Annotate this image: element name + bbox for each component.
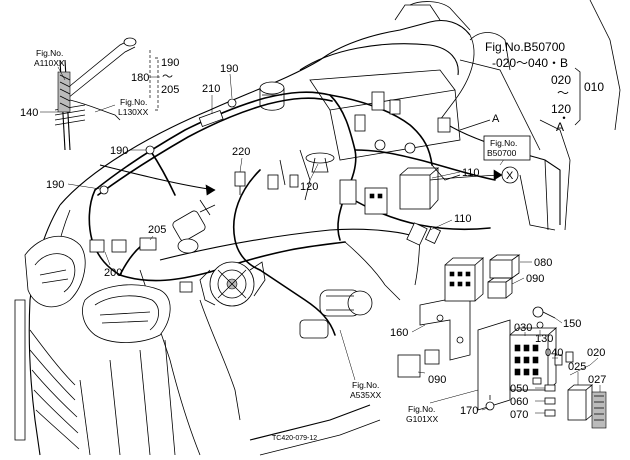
part-label-070: 070: [510, 409, 528, 421]
fig-ref-a535: Fig.No. A535XX: [350, 380, 382, 400]
fig-ref-a110: Fig.No. A110XX: [34, 48, 65, 68]
connector-200-icon: [89, 239, 105, 253]
fig-ref-b50700: Fig.No. B50700: [483, 135, 531, 161]
relay-090-icon: [487, 277, 514, 299]
main-figure-reference: Fig.No.B50700 -020～040・B 020 ～ 120 A ・ 0…: [485, 40, 604, 134]
part-label-140: 140: [20, 107, 38, 119]
bracket-range-end: 205: [161, 84, 179, 96]
part-label-020: 020: [587, 347, 605, 359]
harness-clip-icon: [99, 185, 109, 195]
part-label-025: 025: [568, 361, 586, 373]
fig-ref-l130-line2: L130XX: [118, 107, 149, 117]
bolt-150-icon: [532, 306, 556, 319]
part-label-180: 180: [131, 72, 149, 84]
main-ref-bullet: ・: [558, 111, 570, 125]
fig-ref-l130: Fig.No. L130XX: [118, 97, 149, 117]
fig-ref-b50700-line1: Fig.No.: [490, 138, 517, 148]
fuse-cover-025-icon: [567, 384, 594, 421]
fig-ref-a110-line2: A110XX: [34, 58, 65, 68]
part-label-050: 050: [510, 383, 528, 395]
part-label-190-left: 190: [46, 179, 64, 191]
main-ref-range-end: 120: [551, 102, 571, 116]
main-ref-range-start: 020: [551, 73, 571, 87]
terminal-090-icon: [397, 354, 421, 378]
starter-motor-icon: [299, 289, 373, 339]
terminal-icon: [424, 349, 440, 365]
alternator-icon: [199, 261, 266, 307]
part-label-090-lower: 090: [428, 374, 446, 386]
harness-clip-icon: [227, 98, 237, 108]
fig-ref-g101-line1: Fig.No.: [408, 404, 435, 414]
part-labels: 140 180 210 190 190 190 220 120 110 110 …: [20, 63, 606, 421]
tractor-body-outline: [14, 0, 621, 456]
connection-x-letter: X: [506, 170, 514, 182]
screw-130-icon: [536, 321, 544, 329]
part-label-090-upper: 090: [526, 273, 544, 285]
connection-a-arrow-icon: [459, 119, 491, 131]
fuse-box-030-icon: [477, 319, 558, 411]
main-wiring-harness: [88, 91, 496, 336]
part-label-190-mid: 190: [110, 145, 128, 157]
part-label-130: 130: [535, 333, 553, 345]
part-label-040: 040: [545, 347, 563, 359]
relay-080-icon: [489, 254, 521, 279]
connector-190-icon: [179, 281, 193, 293]
bracket-range-start: 190: [161, 57, 179, 69]
connector-110-icon: [406, 222, 442, 246]
part-label-205: 205: [148, 224, 166, 236]
drawing-code: TC420-079-12: [272, 435, 317, 442]
connector-200-icon: [111, 239, 127, 253]
group-bracket: [574, 67, 581, 126]
sensor-220-icon: [234, 171, 299, 190]
main-ref-line2: -020～040・B: [492, 56, 568, 70]
light-switch-rod-icon: [54, 37, 137, 151]
part-label-160: 160: [390, 327, 408, 339]
bracket-range-tilde: ～: [162, 71, 173, 83]
part-label-120: 120: [300, 181, 318, 193]
part-label-170: 170: [460, 405, 478, 417]
part-label-027: 027: [588, 374, 606, 386]
relay-canister-icon: [172, 204, 216, 254]
fig-ref-g101-line2: G101XX: [406, 414, 438, 424]
fuse-040-icon: [554, 351, 574, 366]
group-number: 010: [584, 80, 604, 94]
fig-ref-b50700-box: [483, 135, 531, 161]
harness-connector-210-icon: [198, 109, 224, 127]
part-label-150: 150: [563, 318, 581, 330]
part-label-110-upper: 110: [462, 167, 480, 179]
sender-unit-icon: [305, 152, 335, 173]
fuse-label-027-icon: [591, 391, 607, 429]
fig-ref-l130-line1: Fig.No.: [120, 97, 147, 107]
part-label-210: 210: [202, 83, 220, 95]
harness-clip-icon: [145, 145, 155, 155]
connector-205-icon: [139, 237, 157, 251]
fig-ref-a535-line2: A535XX: [350, 390, 382, 400]
main-ref-line1: Fig.No.B50700: [485, 40, 565, 54]
components: [54, 37, 607, 429]
fig-ref-a535-line1: Fig.No.: [352, 380, 379, 390]
part-label-080: 080: [534, 257, 552, 269]
fig-ref-g101: Fig.No. G101XX: [406, 404, 438, 424]
fig-ref-b50700-line2: B50700: [487, 148, 517, 158]
main-ref-range-tilde: ～: [557, 86, 569, 100]
connection-a-letter: A: [492, 113, 500, 125]
part-label-030: 030: [514, 322, 532, 334]
fuse-block-icon: [444, 257, 485, 302]
part-label-200: 200: [104, 267, 122, 279]
part-label-190-top: 190: [220, 63, 238, 75]
main-ref-range-letter: A: [556, 120, 564, 134]
part-label-110-lower: 110: [454, 213, 472, 225]
part-label-220: 220: [232, 146, 250, 158]
bracket-range-190-205: 190 ～ 205: [161, 57, 179, 96]
dashboard-connectors-icon: [354, 91, 451, 154]
part-label-060: 060: [510, 396, 528, 408]
connector-block-icon: [339, 167, 440, 215]
horn-canister-icon: [259, 81, 285, 111]
fig-ref-a110-line1: Fig.No.: [36, 48, 63, 58]
